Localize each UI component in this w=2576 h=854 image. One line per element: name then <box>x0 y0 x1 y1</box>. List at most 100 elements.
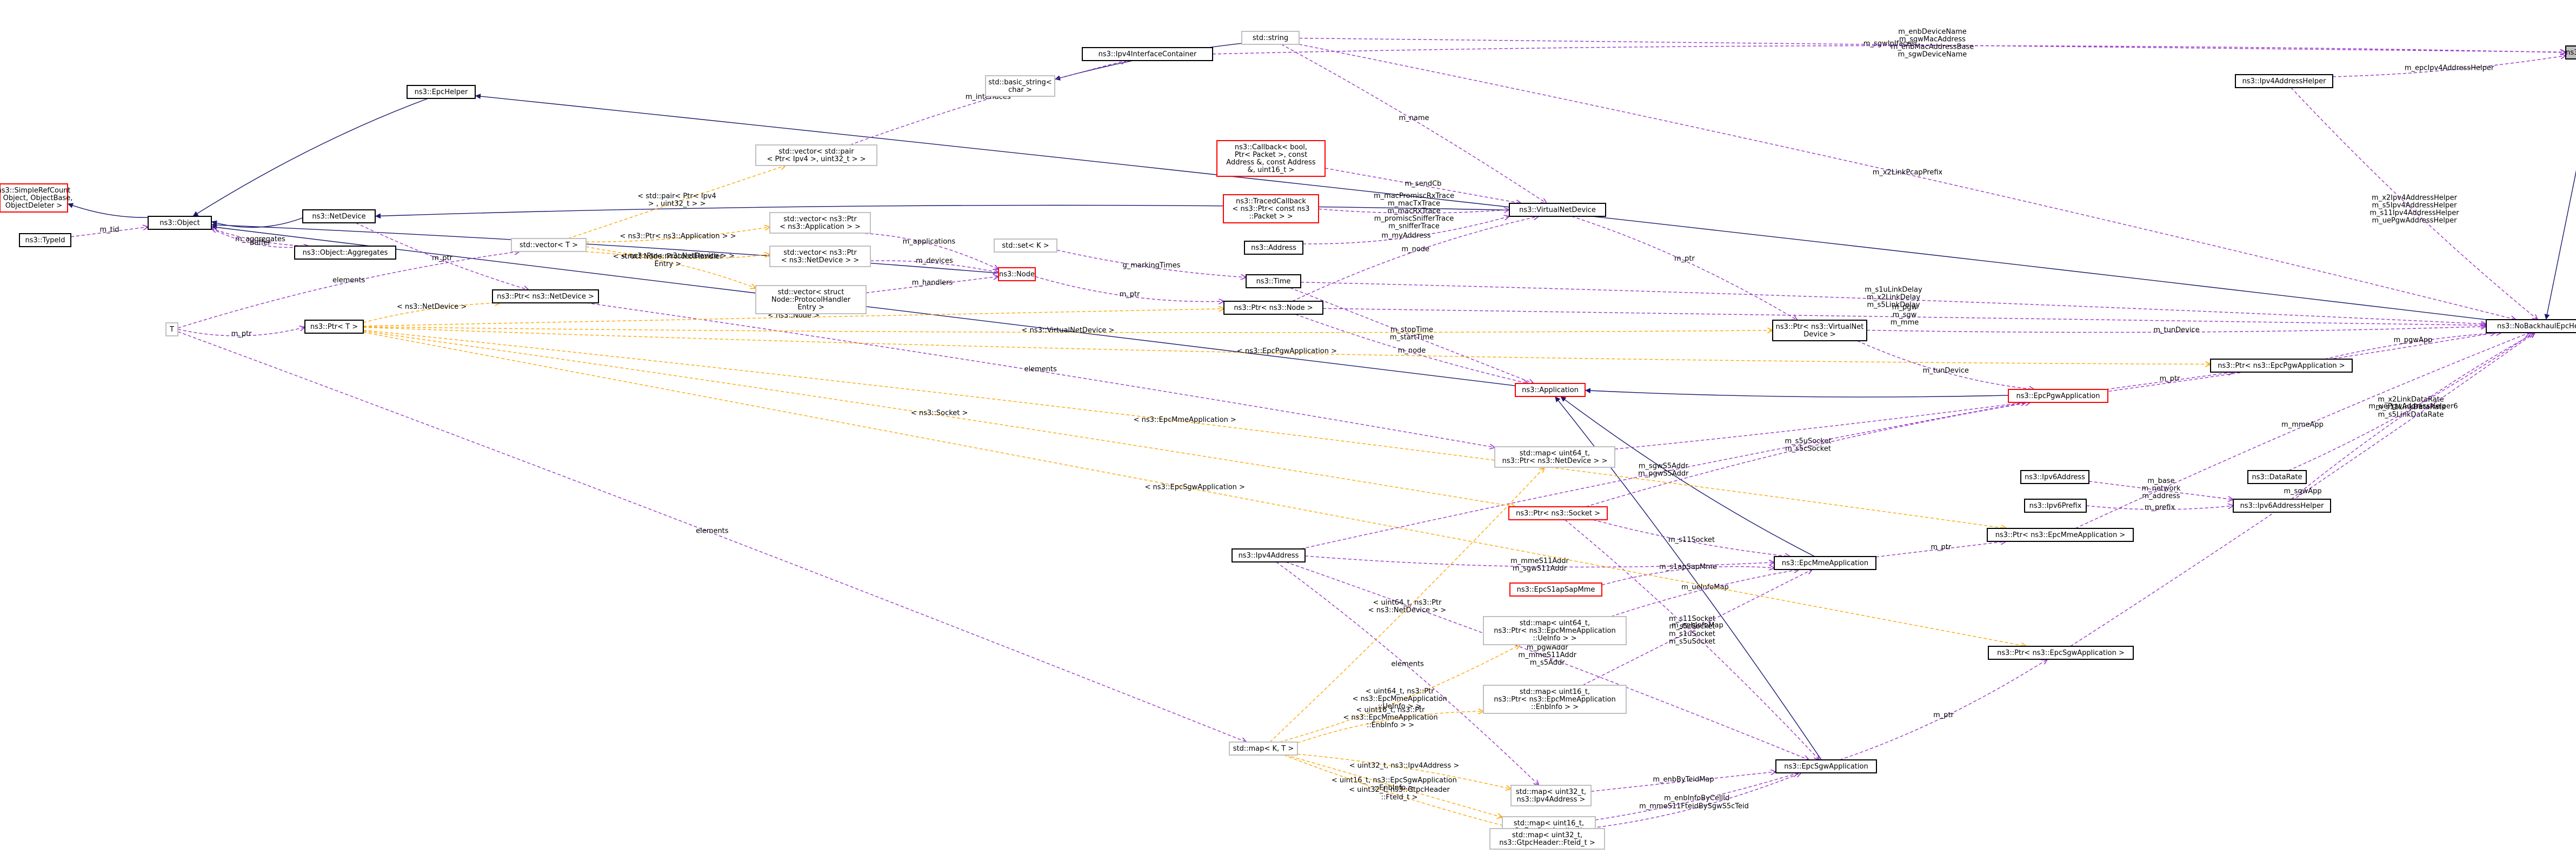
node-address[interactable]: ns3::Address <box>1244 241 1303 255</box>
edge-line <box>585 246 770 259</box>
node-sgwapp[interactable]: ns3::EpcSgwApplication <box>1775 759 1877 773</box>
node-ipv6address[interactable]: ns3::Ipv6Address <box>2020 470 2089 484</box>
node-mapu16enb[interactable]: std::map< uint16_t,ns3::Ptr< ns3::EpcMme… <box>1483 685 1627 714</box>
node-ipv4ic[interactable]: ns3::Ipv4InterfaceContainer <box>1082 47 1213 61</box>
edge-line <box>1554 396 1822 760</box>
node-mapu32ipv4[interactable]: std::map< uint32_t,ns3::Ipv4Address > <box>1510 785 1592 806</box>
node-stdvecT[interactable]: std::vector< T > <box>511 238 587 252</box>
edge-line <box>1610 570 1799 617</box>
node-callback[interactable]: ns3::Callback< bool,Ptr< Packet >, const… <box>1216 140 1326 177</box>
edge-label: m_sendCb <box>1405 180 1442 188</box>
edge-netdevice-to-object <box>211 217 303 228</box>
edge-mmeapp-to-ptrmme: m_ptr <box>1875 541 2006 558</box>
node-mapu64[interactable]: std::map< uint64_t,ns3::Ptr< ns3::NetDev… <box>1494 446 1615 468</box>
edge-label: m_myAddress <box>1381 231 1431 240</box>
node-box <box>2233 499 2331 513</box>
edge-T-to-stdmapKT: elements <box>177 331 1247 742</box>
node-tracedcb[interactable]: ns3::TracedCallback< ns3::Ptr< const ns3… <box>1223 194 1319 223</box>
node-label: ns3::EmuEpcHelper <box>2566 49 2576 57</box>
node-mmeapp[interactable]: ns3::EpcMmeApplication <box>1774 556 1876 570</box>
edge-line <box>586 302 1495 447</box>
node-time[interactable]: ns3::Time <box>1246 274 1301 288</box>
node-pgwapp[interactable]: ns3::EpcPgwApplication <box>2008 389 2108 403</box>
node-stdvecpair[interactable]: std::vector< std::pair< Ptr< Ipv4 >, uin… <box>755 144 877 166</box>
edge-mapu16sgwenb-to-sgwapp: m_enbInfoByCellId <box>1595 773 1798 820</box>
node-datarate[interactable]: ns3::DataRate <box>2247 470 2307 484</box>
node-ns3node[interactable]: ns3::Node <box>998 267 1036 281</box>
node-typeid[interactable]: ns3::TypeId <box>19 233 71 247</box>
node-ptrsocket[interactable]: ns3::Ptr< ns3::Socket > <box>1508 506 1608 520</box>
node-label: ns3::Ipv6Prefix <box>2029 502 2082 510</box>
edge-line <box>1299 37 2566 52</box>
node-mapu64ue[interactable]: std::map< uint64_t,ns3::Ptr< ns3::EpcMme… <box>1483 616 1627 645</box>
edge-label: m_epcIpv4AddressHelper <box>2405 64 2494 72</box>
edge-line <box>375 204 1510 219</box>
node-netdevice[interactable]: ns3::NetDevice <box>302 209 376 223</box>
edge-label: m_uePgwAddressHelper6 <box>2368 402 2458 411</box>
node-ptrsgw[interactable]: ns3::Ptr< ns3::EpcSgwApplication > <box>1988 646 2134 660</box>
edge-label: m_ptr <box>2160 375 2181 383</box>
node-label: std::vector< ns3::Ptr< ns3::NetDevice > … <box>781 249 859 264</box>
node-ptrmme[interactable]: ns3::Ptr< ns3::EpcMmeApplication > <box>1987 528 2134 542</box>
edge-label: m_tunDevice <box>2153 326 2199 334</box>
node-stdmapKT[interactable]: std::map< K, T > <box>1229 742 1298 756</box>
edge-line <box>177 331 1247 742</box>
edge-line <box>1595 773 1798 820</box>
node-ipv4addrhelper[interactable]: ns3::Ipv4AddressHelper <box>2235 74 2333 88</box>
edge-label: m_ptr <box>1120 290 1141 299</box>
node-s1apsap[interactable]: ns3::EpcS1apSapMme <box>1509 582 1602 597</box>
node-ptrnode[interactable]: ns3::Ptr< ns3::Node > <box>1223 301 1323 315</box>
edge-stdstring-to-noback: m_x2LinkPcapPrefix <box>1299 44 2516 320</box>
node-stdstring[interactable]: std::string <box>1241 31 1300 45</box>
node-T[interactable]: T <box>165 322 178 336</box>
node-ptrT[interactable]: ns3::Ptr< T > <box>304 320 364 334</box>
node-simpleref[interactable]: ns3::SimpleRefCount< Object, ObjectBase,… <box>0 183 72 213</box>
node-noback[interactable]: ns3::NoBackhaulEpcHelper <box>2486 319 2576 333</box>
node-ipv6addrhelper[interactable]: ns3::Ipv6AddressHelper <box>2233 499 2331 513</box>
node-ipv6prefix[interactable]: ns3::Ipv6Prefix <box>2024 499 2087 513</box>
node-label: ns3::Time <box>1256 277 1291 286</box>
node-objagg[interactable]: ns3::Object::Aggregates <box>294 246 396 260</box>
node-stdvecapp[interactable]: std::vector< ns3::Ptr< ns3::Application … <box>769 212 871 234</box>
node-box <box>2247 470 2307 484</box>
edge-stdvecstruct-to-ns3node: m_handlers <box>866 276 999 294</box>
edge-line <box>568 165 786 239</box>
node-stdvecnd[interactable]: std::vector< ns3::Ptr< ns3::NetDevice > … <box>769 246 871 267</box>
node-stdset[interactable]: std::set< K > <box>994 239 1057 253</box>
edge-label: m_ptr <box>1933 711 1954 719</box>
edge-ipv4address-to-mapu32ipv4: elements <box>1276 561 1539 785</box>
node-ptrnd[interactable]: ns3::Ptr< ns3::NetDevice > <box>492 289 599 303</box>
node-epchelper[interactable]: ns3::EpcHelper <box>407 85 476 99</box>
edge-ipv4addrhelper-to-emu: m_epcIpv4AddressHelper <box>2332 56 2566 77</box>
edge-line <box>1587 773 1801 829</box>
node-ipv4address[interactable]: ns3::Ipv4Address <box>1232 548 1306 562</box>
edge-typeid-to-object: m_tid <box>70 226 148 237</box>
edge-line <box>580 251 756 288</box>
node-box <box>2020 470 2089 484</box>
node-basicstring[interactable]: std::basic_string<char > <box>985 75 1055 97</box>
edge-line <box>1856 340 2034 389</box>
node-box <box>998 267 1036 281</box>
node-emu[interactable]: ns3::EmuEpcHelper <box>2565 45 2576 59</box>
node-application[interactable]: ns3::Application <box>1515 383 1586 397</box>
edge-label: < uint16_t, ns3::EpcSgwApplication::EnbI… <box>1332 777 1457 792</box>
node-virtualnet[interactable]: ns3::VirtualNetDevice <box>1509 203 1606 217</box>
edge-line <box>67 203 149 218</box>
node-object[interactable]: ns3::Object <box>148 216 212 230</box>
node-ptrpgw[interactable]: ns3::Ptr< ns3::EpcPgwApplication > <box>2210 359 2353 373</box>
node-mapu32gtp[interactable]: std::map< uint32_t,ns3::GtpcHeader::Ftei… <box>1489 828 1605 850</box>
edge-label: m_mmeS11FteidBySgwS5cTeid <box>1639 803 1749 811</box>
